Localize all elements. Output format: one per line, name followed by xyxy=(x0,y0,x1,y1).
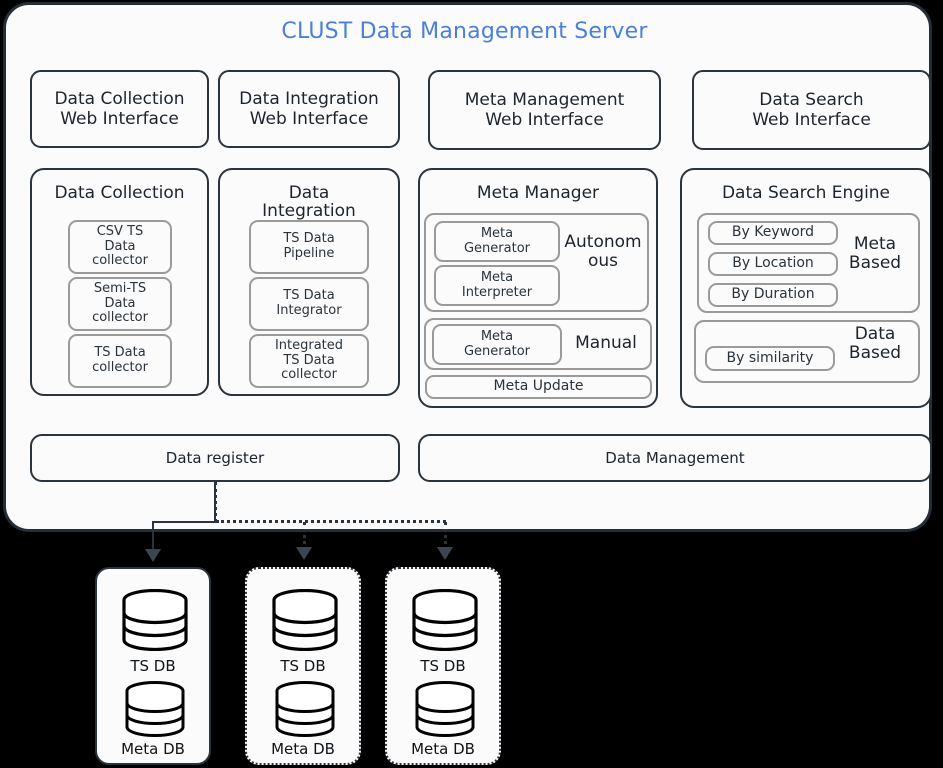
item-label: By Keyword xyxy=(731,224,815,241)
item-label: By Location xyxy=(732,255,814,272)
item-label: By Duration xyxy=(731,286,815,303)
item-label: Meta Update xyxy=(493,378,584,395)
db-group-3[interactable]: TS DB Meta DB xyxy=(385,567,501,765)
web-interface-meta-management[interactable]: Meta Management Web Interface xyxy=(428,70,661,150)
connector-db2-vertical xyxy=(303,522,306,550)
ts-db-label: TS DB xyxy=(130,657,176,675)
wi-line1: Data Search xyxy=(759,89,864,110)
wi-line2: Web Interface xyxy=(249,109,369,129)
bar-data-register[interactable]: Data register xyxy=(30,434,400,482)
arrow-to-db2 xyxy=(296,547,312,560)
item-by-similarity[interactable]: By similarity xyxy=(705,346,835,371)
ts-db-label: TS DB xyxy=(420,657,466,675)
arrow-to-db3 xyxy=(437,547,453,560)
arrow-to-db1 xyxy=(145,549,161,562)
connector-db1-vertical xyxy=(152,521,154,553)
meta-db-cylinder-icon xyxy=(273,681,337,737)
wi-line2: Web Interface xyxy=(752,110,871,130)
bar-data-management[interactable]: Data Management xyxy=(418,434,932,482)
bar-label: Data register xyxy=(165,449,265,467)
subgroup-manual-label: Manual xyxy=(575,333,637,353)
item-by-duration[interactable]: By Duration xyxy=(708,283,838,307)
ts-db-label: TS DB xyxy=(280,657,326,675)
module-title: Data Search Engine xyxy=(721,183,891,203)
wi-line2: Web Interface xyxy=(485,110,604,130)
meta-db-cylinder-icon xyxy=(413,681,477,737)
connector-db3-vertical xyxy=(444,522,447,550)
wi-line1: Meta Management xyxy=(464,89,625,110)
wi-line2: Web Interface xyxy=(60,109,179,129)
bar-label: Data Management xyxy=(605,449,745,467)
ts-db-cylinder-icon xyxy=(270,588,340,652)
meta-db-label: Meta DB xyxy=(121,740,185,758)
wi-line1: Data Integration xyxy=(239,88,379,109)
meta-db-label: Meta DB xyxy=(411,740,475,758)
ts-db-cylinder-icon xyxy=(120,588,190,652)
module-title: Data Collection xyxy=(54,183,185,203)
db-group-1[interactable]: TS DB Meta DB xyxy=(95,567,211,765)
web-interface-data-integration[interactable]: Data Integration Web Interface xyxy=(218,70,400,148)
db-group-2[interactable]: TS DB Meta DB xyxy=(245,567,361,765)
ts-db-cylinder-icon xyxy=(410,588,480,652)
item-by-keyword[interactable]: By Keyword xyxy=(708,221,838,245)
web-interface-data-search[interactable]: Data Search Web Interface xyxy=(692,70,931,150)
item-label: By similarity xyxy=(726,349,814,366)
item-by-location[interactable]: By Location xyxy=(708,252,838,276)
connector-register-horizontal xyxy=(152,521,216,523)
web-interface-data-collection[interactable]: Data Collection Web Interface xyxy=(30,70,209,148)
connector-dotted-vertical-from-register xyxy=(214,482,217,522)
wi-line1: Data Collection xyxy=(54,88,185,109)
meta-db-cylinder-icon xyxy=(123,681,187,737)
page-title: CLUST Data Management Server xyxy=(281,19,648,44)
meta-db-label: Meta DB xyxy=(271,740,335,758)
item-meta-update[interactable]: Meta Update xyxy=(425,375,652,399)
module-title: Meta Manager xyxy=(476,183,600,203)
connector-dotted-horizontal xyxy=(216,520,446,523)
